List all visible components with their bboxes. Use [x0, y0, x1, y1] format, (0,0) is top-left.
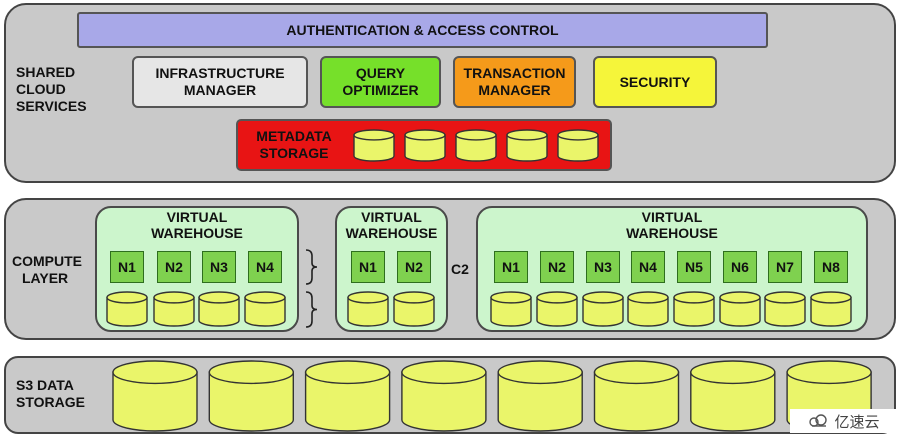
label-line: S3 DATA — [16, 377, 74, 393]
infrastructure-manager-label: INFRASTRUCTURE — [155, 65, 285, 81]
s3-cylinder — [112, 360, 198, 432]
s3-cylinder — [690, 360, 776, 432]
warehouse-title-line: WAREHOUSE — [626, 225, 718, 241]
label-line: LAYER — [22, 270, 69, 286]
label-line: SERVICES — [16, 98, 87, 114]
virtual-warehouse-3-title: VIRTUAL WAREHOUSE — [476, 209, 868, 241]
virtual-warehouse-2-title: VIRTUAL WAREHOUSE — [335, 209, 448, 241]
warehouse-title-line: WAREHOUSE — [151, 225, 243, 241]
transaction-manager-label: MANAGER — [478, 82, 551, 98]
security-box: SECURITY — [593, 56, 717, 108]
compute-layer-label: COMPUTE LAYER — [12, 253, 92, 287]
compute-cylinder — [719, 291, 761, 327]
node-n5: N5 — [677, 251, 711, 283]
compute-cylinder — [536, 291, 578, 327]
transaction-manager-label: TRANSACTION — [463, 65, 566, 81]
node-n8: N8 — [814, 251, 848, 283]
compute-cylinder — [106, 291, 148, 327]
compute-cylinder — [153, 291, 195, 327]
s3-cylinder — [497, 360, 583, 432]
node-label: N1 — [118, 259, 136, 275]
infrastructure-manager-label: MANAGER — [183, 82, 257, 98]
node-label: N7 — [776, 259, 794, 275]
label-line: SHARED — [16, 64, 76, 80]
auth-access-control-label: AUTHENTICATION & ACCESS CONTROL — [286, 21, 559, 38]
shared-cloud-services-label: SHARED CLOUD SERVICES — [16, 64, 116, 115]
node-label: N1 — [359, 259, 377, 275]
query-optimizer-label: OPTIMIZER — [342, 82, 419, 98]
warehouse-title-line: WAREHOUSE — [345, 225, 438, 241]
node-n2: N2 — [540, 251, 574, 283]
node-label: N2 — [405, 259, 423, 275]
node-n2: N2 — [397, 251, 431, 283]
node-label: N6 — [731, 259, 749, 275]
cloud-logo-icon — [809, 414, 828, 427]
metadata-cylinder — [404, 129, 446, 162]
watermark: 亿速云 — [790, 409, 898, 433]
metadata-label-line: METADATA — [256, 128, 332, 144]
warehouse-title-line: VIRTUAL — [166, 209, 228, 225]
compute-cylinder — [198, 291, 240, 327]
s3-data-storage-label: S3 DATA STORAGE — [16, 377, 106, 411]
query-optimizer-label: QUERY — [355, 65, 406, 81]
node-n3: N3 — [202, 251, 236, 283]
metadata-cylinders — [353, 129, 599, 162]
s3-cylinder — [593, 360, 680, 432]
node-label: N8 — [822, 259, 840, 275]
virtual-warehouse-1-title: VIRTUAL WAREHOUSE — [95, 209, 299, 241]
compute-cylinder — [810, 291, 852, 327]
warehouse-title-line: VIRTUAL — [641, 209, 703, 225]
metadata-cylinder — [455, 129, 497, 162]
node-label: N5 — [685, 259, 703, 275]
compute-cylinder — [673, 291, 715, 327]
brace-connector — [305, 291, 318, 328]
node-n1: N1 — [351, 251, 385, 283]
compute-cylinder — [627, 291, 669, 327]
metadata-cylinder — [557, 129, 599, 162]
transaction-manager-box: TRANSACTION MANAGER — [453, 56, 576, 108]
label-line: CLOUD — [16, 81, 66, 97]
node-label: N2 — [548, 259, 566, 275]
metadata-label-line: STORAGE — [259, 145, 329, 161]
compute-cylinder — [244, 291, 286, 327]
query-optimizer-box: QUERY OPTIMIZER — [320, 56, 441, 108]
node-label: N4 — [256, 259, 274, 275]
node-label: N2 — [165, 259, 183, 275]
compute-cylinder — [490, 291, 532, 327]
label-line: COMPUTE — [12, 253, 82, 269]
metadata-storage-box: METADATA STORAGE — [236, 119, 612, 171]
metadata-cylinder — [506, 129, 548, 162]
s3-cylinder — [304, 360, 391, 432]
node-n7: N7 — [768, 251, 802, 283]
node-n4: N4 — [631, 251, 665, 283]
node-n2: N2 — [157, 251, 191, 283]
brace-connector — [305, 249, 318, 285]
node-n1: N1 — [110, 251, 144, 283]
node-n3: N3 — [586, 251, 620, 283]
compute-cylinder — [764, 291, 806, 327]
node-label: N3 — [210, 259, 228, 275]
compute-cylinder — [347, 291, 389, 327]
compute-cylinder — [393, 291, 435, 327]
warehouse-title-line: VIRTUAL — [361, 209, 422, 225]
metadata-storage-label: METADATA STORAGE — [244, 128, 344, 162]
label-line: STORAGE — [16, 394, 85, 410]
compute-cylinder — [582, 291, 624, 327]
s3-cylinder — [401, 360, 487, 432]
node-label: N1 — [502, 259, 520, 275]
node-label: N4 — [639, 259, 657, 275]
auth-access-control-box: AUTHENTICATION & ACCESS CONTROL — [77, 12, 768, 48]
node-label: N3 — [594, 259, 612, 275]
node-n4: N4 — [248, 251, 282, 283]
metadata-cylinder — [353, 129, 395, 162]
node-n1: N1 — [494, 251, 528, 283]
node-n6: N6 — [723, 251, 757, 283]
security-label: SECURITY — [619, 73, 691, 90]
infrastructure-manager-box: INFRASTRUCTURE MANAGER — [132, 56, 308, 108]
s3-cylinder — [208, 360, 295, 432]
c2-label: C2 — [451, 261, 469, 277]
watermark-text: 亿速云 — [834, 412, 880, 431]
